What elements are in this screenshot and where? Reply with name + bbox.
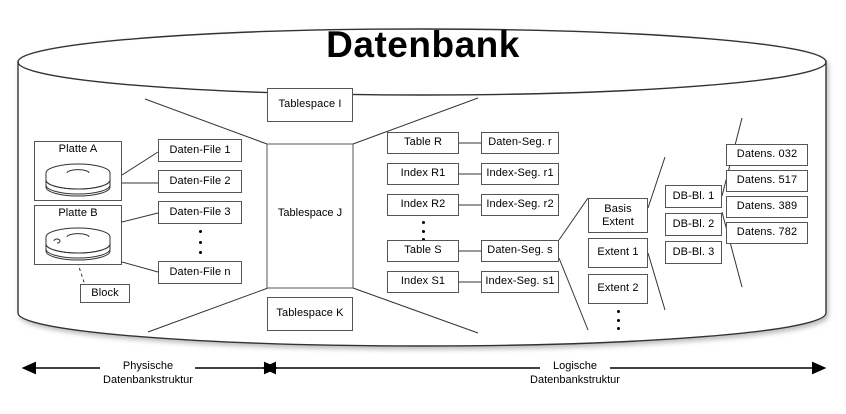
data-file-box: Daten-File 2 [158,170,242,193]
record-box: Datens. 517 [726,170,808,192]
logical-object-box: Index S1 [387,271,459,293]
extent-line1: Basis [604,203,632,216]
extent-box: Basis Extent [588,198,648,233]
physical-connectors [67,98,269,333]
axis-label-line2: Datenbankstruktur [103,373,193,386]
db-block-box: DB-Bl. 2 [665,213,722,236]
axis-label-logical: Logische Datenbankstruktur [527,360,623,388]
page-title: Datenbank [326,24,520,65]
segment-box: Index-Seg. r1 [481,163,559,185]
logical-object-box: Table R [387,132,459,154]
axis-label-line1: Logische [552,360,598,372]
segment-box: Daten-Seg. r [481,132,559,154]
disk-stack-icon [45,227,111,261]
record-box: Datens. 032 [726,144,808,166]
logical-object-box: Index R2 [387,194,459,216]
tablespace-j-frame [266,143,354,289]
segment-box: Index-Seg. s1 [481,271,559,293]
vertical-ellipsis [198,230,202,254]
object-segment-links [459,142,481,283]
data-file-box: Daten-File n [158,261,242,284]
vertical-ellipsis [421,221,425,241]
segment-box: Daten-Seg. s [481,240,559,262]
record-box: Datens. 389 [726,196,808,218]
block-box: Block [80,284,130,303]
disk-stack-icon [45,163,111,197]
disk-label-platte-a: Platte A [34,141,122,158]
logical-object-box: Table S [387,240,459,262]
vertical-ellipsis [616,310,620,330]
segment-box: Index-Seg. r2 [481,194,559,216]
logical-object-box: Index R1 [387,163,459,185]
tablespace-box: Tablespace I [267,88,353,122]
extent-line2: Extent [602,215,634,228]
data-file-box: Daten-File 3 [158,201,242,224]
axis-label-line2: Datenbankstruktur [530,373,620,386]
extent-box: Extent 1 [588,238,648,268]
extent-box: Extent 2 [588,274,648,304]
logical-connectors [352,97,743,334]
data-file-box: Daten-File 1 [158,139,242,162]
disk-label-platte-b: Platte B [34,205,122,222]
db-block-box: DB-Bl. 3 [665,241,722,264]
tablespace-box-label: Tablespace J [277,207,343,219]
tablespace-box: Tablespace K [267,297,353,331]
record-box: Datens. 782 [726,222,808,244]
axis-label-line1: Physische [122,360,174,372]
db-block-box: DB-Bl. 1 [665,185,722,208]
axis-label-physical: Physische Datenbankstruktur [100,360,196,388]
